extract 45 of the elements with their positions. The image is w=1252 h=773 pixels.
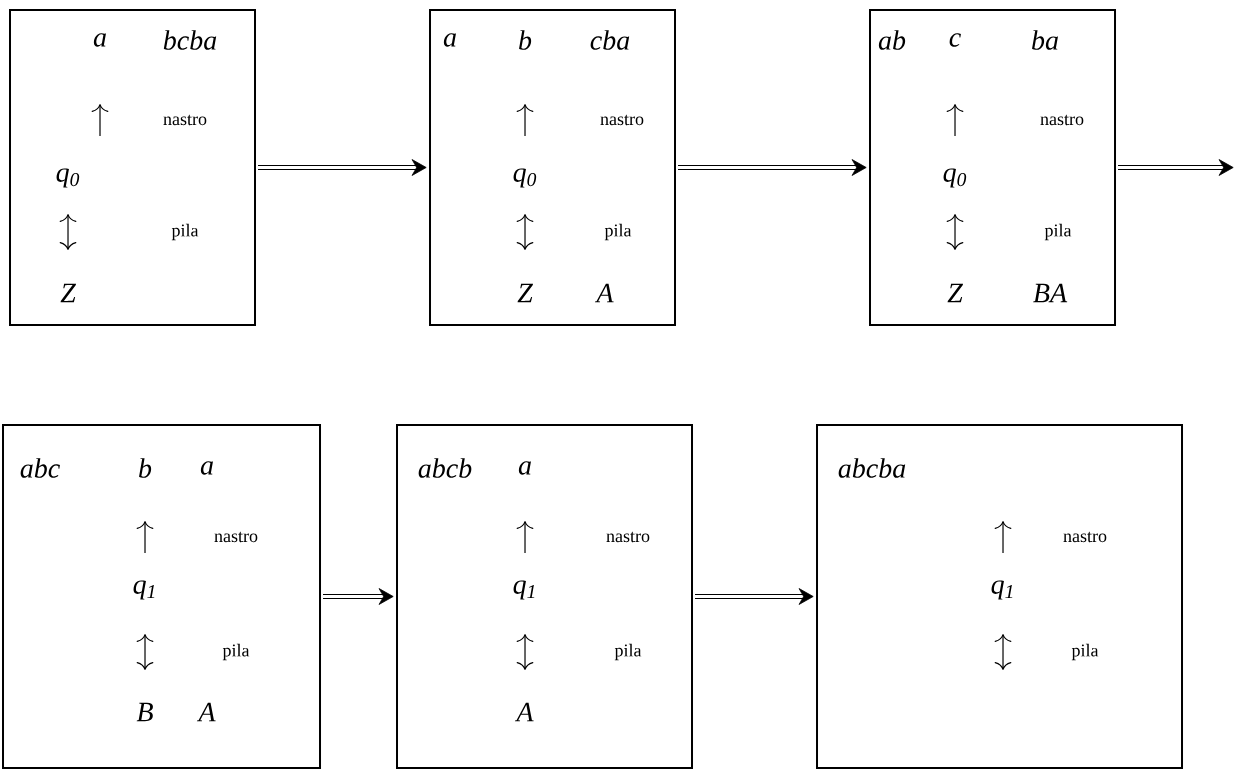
symbol-text: abcb [418, 458, 472, 478]
stack-label: pila [171, 223, 199, 241]
tape-label: nastro [163, 114, 207, 126]
symbol-text: ab [878, 30, 906, 50]
tape-label: nastro [606, 531, 650, 543]
symbol-text: q$_{1}$ [133, 580, 155, 600]
implies-arrow [323, 588, 394, 605]
symbol-text: Z [517, 283, 534, 303]
tape-label: nastro [214, 531, 258, 543]
symbol-text: c [949, 33, 961, 47]
symbol-text: Z [947, 283, 964, 303]
symbol-text: q$_{1}$ [513, 580, 535, 600]
implies-arrow [695, 588, 814, 605]
symbol-text: cba [590, 30, 630, 50]
symbol-text: A [514, 702, 534, 722]
stack-label: pila [614, 643, 642, 661]
implies-arrow [258, 159, 427, 176]
symbol-text: q$_{0}$ [943, 168, 967, 188]
symbol-text: q$_{1}$ [991, 580, 1013, 600]
symbol-text: BA [1033, 283, 1068, 303]
symbol-text: abc [20, 458, 60, 478]
tape-label: nastro [600, 114, 644, 126]
symbol-text: q$_{0}$ [56, 168, 80, 188]
tape-label: nastro [1040, 114, 1084, 126]
symbol-text: b [139, 458, 152, 478]
symbol-text: abcba [838, 458, 906, 478]
symbol-text: A [594, 283, 614, 303]
symbol-text: ba [1032, 30, 1058, 50]
symbol-text: a [443, 33, 456, 47]
symbol-text: a [518, 461, 531, 475]
symbol-text: bcba [163, 30, 217, 50]
stack-label: pila [222, 643, 250, 661]
symbol-text: Z [60, 283, 77, 303]
implies-arrow [678, 159, 867, 176]
symbol-text: B [136, 702, 153, 722]
tape-label: nastro [1063, 531, 1107, 543]
symbol-text: b [519, 30, 532, 50]
symbol-text: a [200, 461, 213, 475]
stack-label: pila [1044, 223, 1072, 241]
symbol-text: q$_{0}$ [513, 168, 537, 188]
stack-label: pila [604, 223, 632, 241]
symbol-text: a [93, 33, 106, 47]
symbol-text: A [196, 702, 216, 722]
implies-arrow [1118, 159, 1234, 176]
stack-label: pila [1071, 643, 1099, 661]
